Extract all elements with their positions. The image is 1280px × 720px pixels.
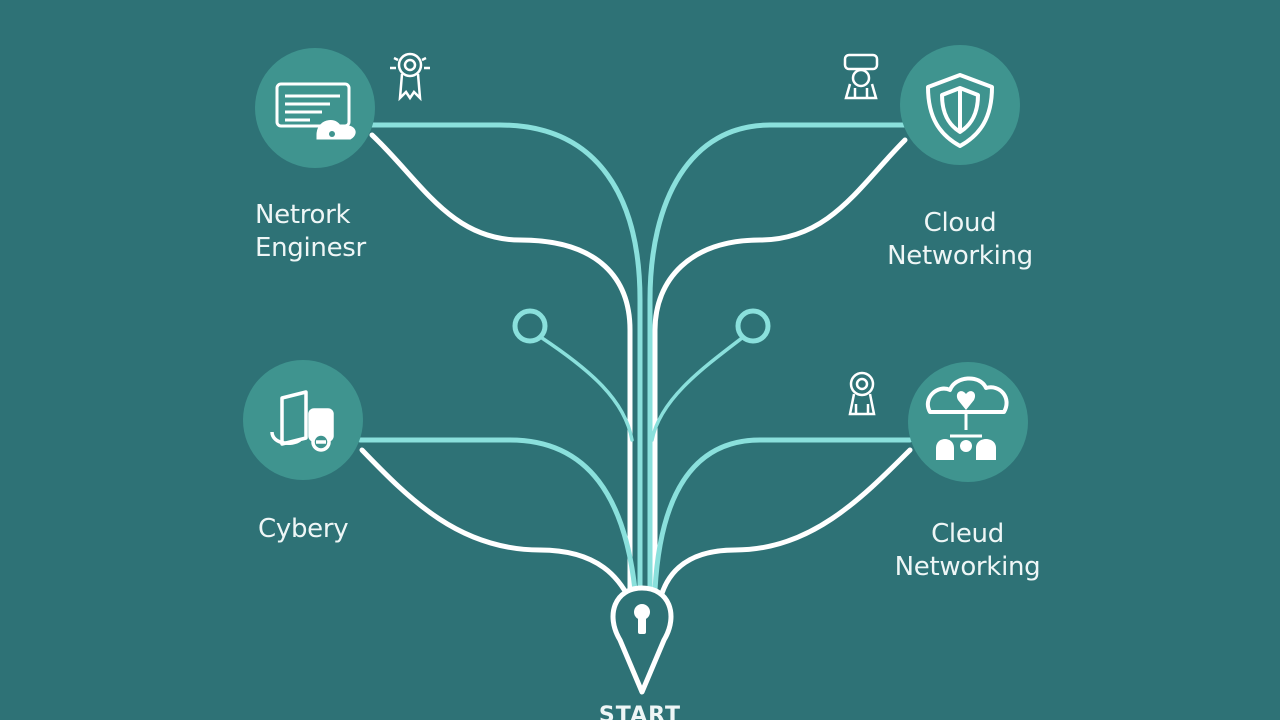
server-screen-icon xyxy=(275,82,356,140)
line-top-right-teal xyxy=(647,122,908,623)
line-mid-left-branch xyxy=(540,336,634,442)
line-bottom-left-white xyxy=(359,447,633,603)
node-label-bottom-left-line1: Cybery xyxy=(258,514,349,544)
start-label: START xyxy=(598,703,682,720)
security-device-icon xyxy=(270,390,334,452)
line-top-right-white xyxy=(652,137,908,623)
line-bottom-right-teal xyxy=(652,437,913,593)
node-label-top-left-line2: Enginesr xyxy=(255,233,366,263)
shield-icon xyxy=(926,73,994,148)
node-label-top-left-line1: Netrork xyxy=(255,200,351,230)
node-label-top-right-line2: Networking xyxy=(887,241,1033,271)
line-top-left-teal xyxy=(369,122,643,623)
node-top-left[interactable] xyxy=(255,48,375,168)
ring-node-left xyxy=(512,308,548,344)
ring-node-right xyxy=(735,308,771,344)
node-label-top-left: Netrork Enginesr xyxy=(255,199,366,265)
node-bottom-right[interactable] xyxy=(908,362,1028,482)
line-bottom-right-white xyxy=(657,447,913,603)
line-mid-right-branch xyxy=(650,336,744,442)
cloud-network-icon xyxy=(926,376,1009,460)
node-bottom-left[interactable] xyxy=(243,360,363,480)
node-top-right[interactable] xyxy=(900,45,1020,165)
certificate-badge-icon xyxy=(843,53,879,100)
node-label-bottom-right-line1: Cleud xyxy=(931,519,1004,549)
line-top-left-white xyxy=(369,132,633,623)
line-bottom-left-teal xyxy=(357,437,638,593)
node-label-bottom-left: Cybery xyxy=(258,513,349,546)
certificate-badge-icon xyxy=(390,52,430,102)
connector-lines xyxy=(357,122,913,623)
node-label-bottom-right: Cleud Networking xyxy=(885,518,1050,584)
node-label-top-right: Cloud Networking xyxy=(880,207,1040,273)
node-label-top-right-line1: Cloud xyxy=(923,208,997,238)
node-label-bottom-right-line2: Networking xyxy=(894,552,1041,582)
map-pin-icon xyxy=(610,585,674,695)
certificate-badge-icon xyxy=(848,371,876,416)
